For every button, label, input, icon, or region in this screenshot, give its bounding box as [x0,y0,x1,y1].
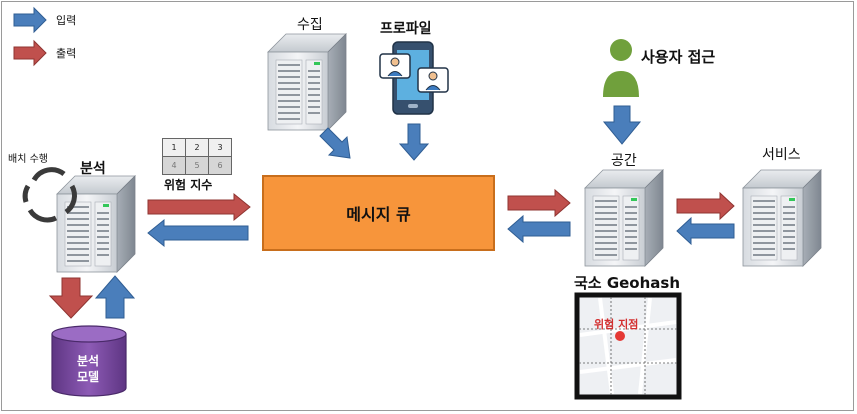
risk-point-label: 위험 지점 [594,318,639,331]
profile-label: 프로파일 [380,21,432,37]
batch-label: 배치 수행 [8,154,48,165]
message-queue-label: 메시지 큐 [346,205,411,224]
model-to-analysis-arrow-icon [94,275,136,319]
risk-cell: 1 [162,138,186,157]
legend-input-label: 입력 [56,14,77,27]
analysis-label: 분석 [80,161,106,177]
message-queue-box: 메시지 큐 [262,175,495,251]
user-access-label: 사용자 접근 [641,48,716,66]
queue-to-analysis-arrow-icon [147,218,249,248]
geohash-title: 국소 Geohash [574,274,681,292]
legend-output-arrow-icon [13,39,47,67]
geohash-map [574,292,682,400]
service-to-space-arrow-icon [676,216,735,246]
legend-output-label: 출력 [56,47,77,60]
risk-cell: 6 [208,156,232,175]
service-label: 서비스 [762,147,801,163]
analysis-to-model-arrow-icon [48,277,94,319]
risk-cell: 2 [185,138,209,157]
analysis-to-queue-arrow-icon [147,192,251,222]
space-to-service-arrow-icon [676,191,735,221]
queue-to-space-arrow-icon [507,188,571,218]
user-icon [603,39,639,97]
profile-to-queue-arrow-icon [398,123,430,161]
analysis-model-label-line2: 모델 [77,370,100,384]
risk-cell: 3 [208,138,232,157]
user-to-space-arrow-icon [602,105,642,145]
analysis-server-icon [56,175,136,273]
collect-label: 수집 [297,17,323,33]
space-to-queue-arrow-icon [507,214,571,244]
risk-index-label: 위험 지수 [164,178,213,192]
space-server-icon [584,169,664,267]
analysis-model-label-line1: 분석 [77,354,100,368]
analysis-model-database-icon [51,325,127,397]
batch-cycle-icon [22,167,77,223]
profile-phone-icon [379,41,449,115]
risk-cell: 4 [162,156,186,175]
space-label: 공간 [611,153,637,169]
service-server-icon [742,169,822,267]
collect-server-icon [267,33,347,131]
risk-cell: 5 [185,156,209,175]
risk-index-grid: 1 2 3 4 5 6 [162,138,232,175]
legend-input-arrow-icon [13,6,47,34]
collect-to-queue-arrow-icon [319,127,351,159]
